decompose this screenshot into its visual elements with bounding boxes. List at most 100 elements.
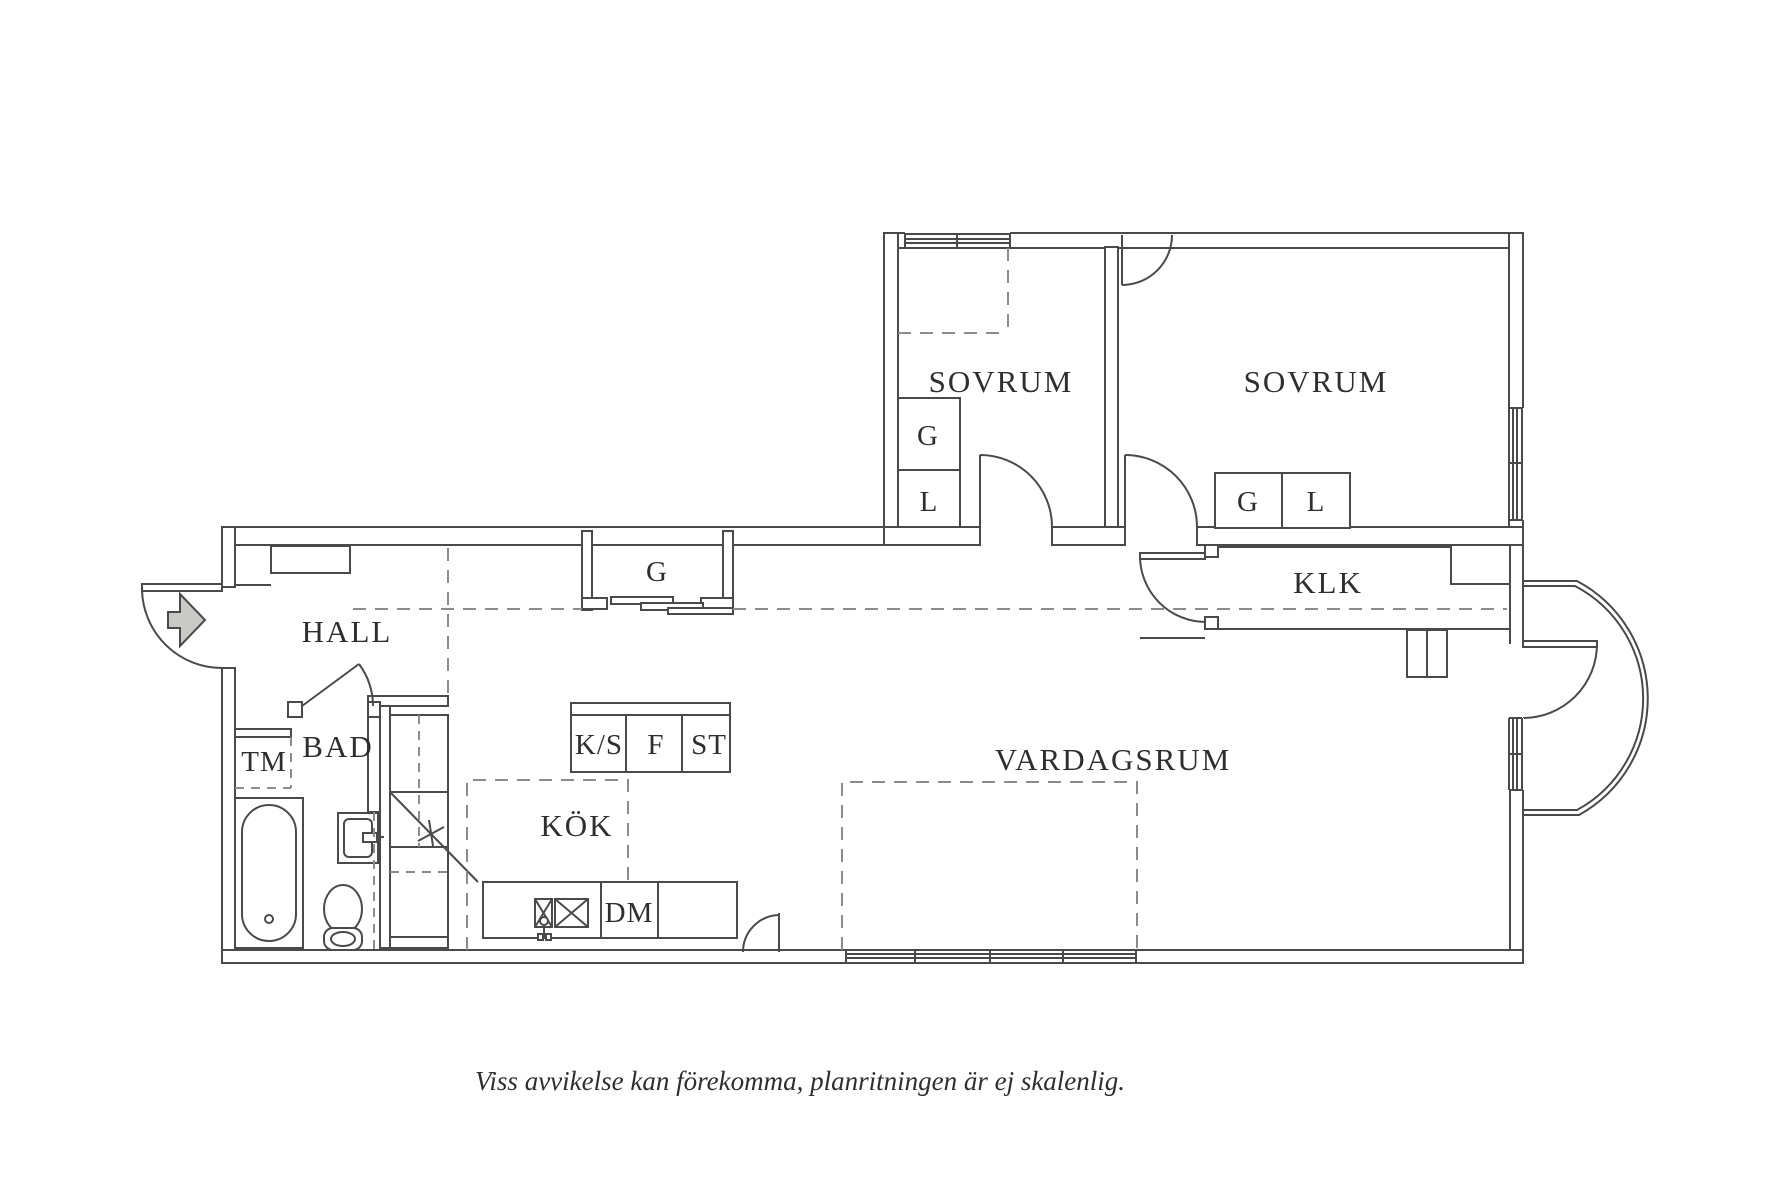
wall-bedrooms-south-b [1051,526,1126,546]
unit-label-st: ST [691,729,727,761]
wall-left-upper [221,526,236,588]
bathtub-drain [264,914,274,924]
room-label-sovrum2: SOVRUM [1244,364,1389,399]
bathroom-door [287,663,381,718]
tm-top-wall [234,728,292,738]
dashed-lines [353,248,1507,950]
window-frame [845,949,1137,964]
windows [845,232,1524,965]
bedroom2-door [1124,454,1198,528]
bedroom2-top-door [1121,234,1173,286]
closet-g-box [897,397,961,471]
sink-cross [534,898,553,928]
kitchen-counter [482,881,738,941]
counter [482,881,738,939]
entrance-door-leaf [141,583,223,592]
wall-left-lower [221,667,236,964]
bedroom2-closets [1214,472,1351,529]
kitchen-zone-dashed [466,779,629,950]
closet-label-l: L [920,486,939,518]
closet-l-box [897,469,961,528]
bathtub-inner [241,804,297,942]
window-frame [1508,407,1523,521]
hall-niche [270,545,351,574]
room-label-bad: BAD [302,729,373,764]
window-bay-right [1507,717,1524,791]
balcony-door-arc [1522,643,1598,719]
entrance-door-arc [141,589,223,669]
sink-faucet-foot [537,933,544,941]
door-stub [287,701,303,718]
wall-bedrooms-south-c [1196,526,1524,546]
bedroom1-door [979,454,1053,528]
unit-label-ks: K/S [575,729,623,761]
entrance-door [141,583,223,669]
doors [141,234,1198,953]
appliance-label-tm: TM [241,746,287,778]
klk-door-stub-top [1204,544,1219,558]
stair-break-mark [428,819,434,847]
klk-closet [1139,544,1509,678]
balcony-door-opening [1508,644,1525,718]
closet-l-box [1281,472,1351,529]
disclaimer-text: Viss avvikelse kan förekomma, planritnin… [475,1066,1125,1096]
tm-compartment [234,728,292,789]
klk-door-leaf [1139,552,1206,560]
door-arc [742,914,780,953]
kitchen [466,702,738,950]
toilet [323,884,363,951]
bedroom1-closets [897,397,961,528]
bay-outline-outer [1523,580,1649,816]
wall-top-hall [221,526,885,546]
units-body [570,714,731,773]
wall-divider-bedrooms [1104,246,1119,528]
closet-g-box [1214,472,1283,529]
klk-door-stub-bottom [1204,616,1219,630]
sink-faucet-foot [545,933,552,941]
stair-diagonal [389,791,479,883]
window-bedroom2-right [1507,407,1524,521]
klk-outline-top [1218,546,1509,585]
sliding-door-leaf [667,607,734,615]
bathroom-fixtures [234,797,384,951]
labels: SOVRUM SOVRUM HALL BAD KÖK VARDAGSRUM KL… [241,364,1389,1096]
room-label-klk: KLK [1293,565,1363,600]
door-leaf [301,663,360,707]
bathtub [234,797,304,949]
unit-label-f: F [647,729,664,761]
door-stub [367,701,381,718]
stair-shaft [367,695,479,949]
window-livingroom-bottom [845,948,1137,965]
room-label-sovrum1: SOVRUM [929,364,1074,399]
door-arc [358,663,374,707]
units-top-strip [570,702,731,716]
kitchen-door [742,913,780,953]
bedroom1-corner-dashed [898,248,1009,334]
door-arc [979,454,1053,528]
balcony-door-leaf [1522,640,1598,648]
klk-door-arc [1139,555,1207,623]
bay-balcony [1508,580,1649,816]
closet-label-g: G [917,420,939,452]
wall-bedrooms-south-a [883,526,981,546]
closet-foot-left [581,597,608,610]
door-arc [1121,234,1173,286]
wall-left-bedroom1 [883,232,899,528]
sink-faucet-icon [539,916,549,926]
room-label-kok: KÖK [540,808,613,843]
entrance-arrow-icon [167,591,207,649]
closet-label-l: L [1307,486,1326,518]
shaft-west-wall [379,705,391,949]
room-label-vardagsrum: VARDAGSRUM [995,742,1232,777]
door-arc [1124,454,1198,528]
room-label-hall: HALL [302,614,393,649]
toilet-seat [330,931,356,947]
livingroom-zone-dashed [841,781,1138,950]
closet-label-g: G [1237,486,1259,518]
sink-cross [554,898,589,928]
washbasin [337,812,384,864]
window-bedroom1-top [904,232,1011,250]
closet-label-g: G [646,556,668,588]
